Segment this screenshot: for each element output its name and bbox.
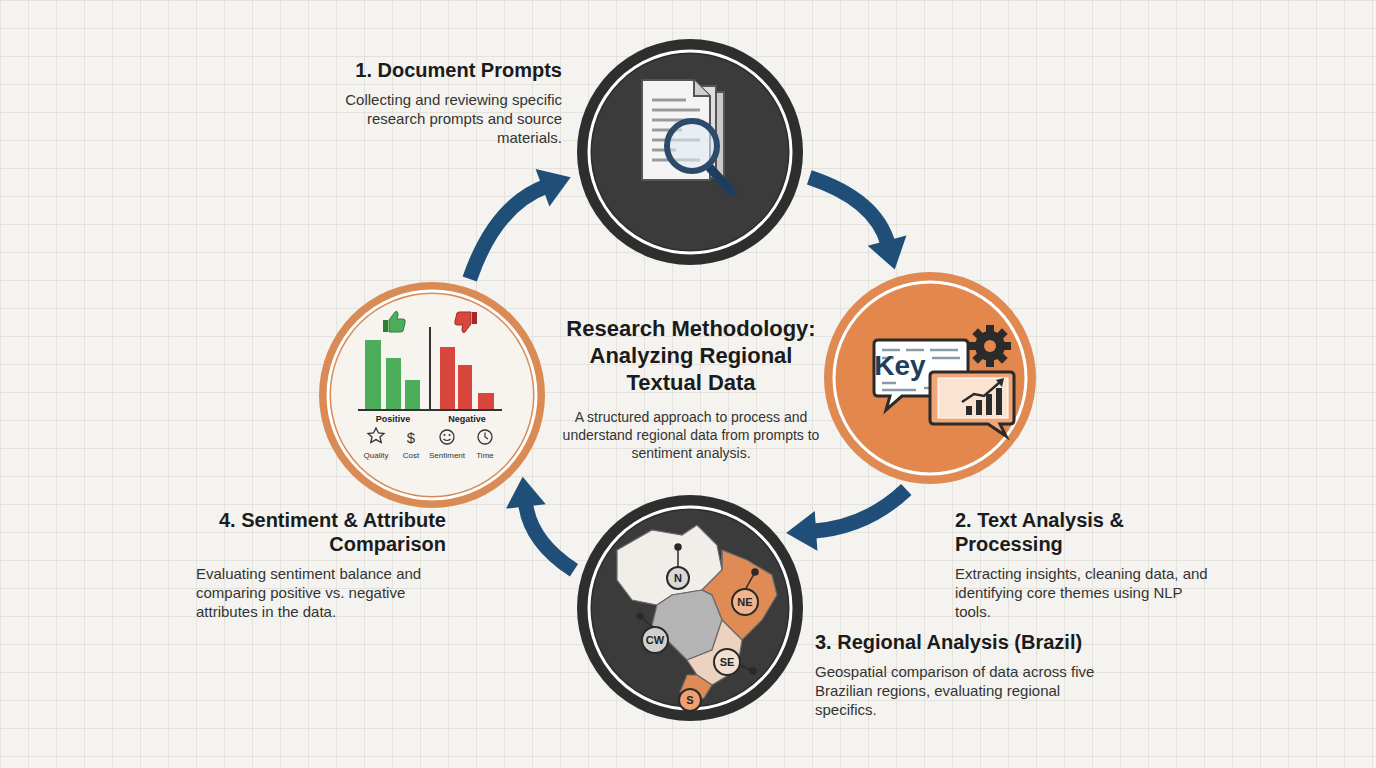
documents-illustration bbox=[572, 34, 808, 270]
brazil-map-illustration bbox=[572, 490, 808, 726]
step-description: Extracting insights, cleaning data, and … bbox=[955, 564, 1215, 621]
region-code: NE bbox=[737, 596, 752, 608]
step-heading: 2. Text Analysis & Processing bbox=[955, 508, 1165, 556]
arrow-shaft bbox=[470, 186, 547, 279]
axis-label: Positive bbox=[376, 414, 411, 424]
diagram-title: Research Methodology: Analyzing Regional… bbox=[550, 315, 832, 396]
region-code: N bbox=[674, 572, 682, 584]
cost-icon: $ bbox=[407, 429, 415, 446]
cycle-arrow bbox=[809, 177, 906, 269]
step-description: Evaluating sentiment balance and compari… bbox=[196, 564, 446, 621]
attribute-label: Cost bbox=[403, 451, 419, 460]
step-heading: 4. Sentiment & Attribute Comparison bbox=[196, 508, 446, 556]
step-circle: 2. Text Analysis & ProcessingExtracting … bbox=[820, 268, 1040, 488]
step-text: 3. Regional Analysis (Brazil) Geospatial … bbox=[815, 630, 1115, 719]
cycle-arrow bbox=[786, 490, 906, 551]
region-code: S bbox=[686, 694, 693, 706]
step-heading: 3. Regional Analysis (Brazil) bbox=[815, 630, 1115, 654]
attribute-label: Time bbox=[476, 451, 493, 460]
title-block: Research Methodology: Analyzing Regional… bbox=[550, 315, 832, 462]
sentiment-chart-illustration bbox=[314, 277, 550, 513]
step-description: Collecting and reviewing specific resear… bbox=[318, 90, 562, 147]
axis-label: Negative bbox=[448, 414, 486, 424]
step-description: Geospatial comparison of data across fiv… bbox=[815, 662, 1115, 719]
step-text: 1. Document PromptsCollecting and review… bbox=[318, 58, 562, 147]
step-circle: 3. Regional Analysis (Brazil)Geospatial … bbox=[572, 490, 808, 726]
step-text: 2. Text Analysis & ProcessingExtracting … bbox=[955, 508, 1215, 621]
attribute-label: Quality bbox=[364, 451, 389, 460]
arrow-shaft bbox=[525, 502, 574, 570]
word-cloud-keyword: Key bbox=[874, 350, 925, 382]
arrow-head bbox=[786, 511, 817, 551]
arrow-head bbox=[536, 169, 571, 207]
text-analysis-illustration bbox=[820, 268, 1040, 488]
arrow-shaft bbox=[812, 490, 906, 532]
cycle-arrow bbox=[470, 169, 571, 279]
step-text: 4. Sentiment & Attribute ComparisonEvalu… bbox=[196, 508, 446, 621]
step-circle: 4. Sentiment & Attribute ComparisonEvalu… bbox=[314, 277, 550, 513]
cycle-arrow bbox=[506, 477, 574, 571]
step-circle: 1. Document PromptsCollecting and review… bbox=[572, 34, 808, 270]
step-heading: 1. Document Prompts bbox=[318, 58, 562, 82]
arrow-head bbox=[868, 235, 907, 269]
arrow-shaft bbox=[809, 177, 888, 244]
region-code: SE bbox=[720, 656, 735, 668]
diagram-caption: A structured approach to process and und… bbox=[550, 408, 832, 462]
region-code: CW bbox=[646, 634, 664, 646]
attribute-label: Sentiment bbox=[429, 451, 465, 460]
arrow-head bbox=[506, 477, 546, 509]
